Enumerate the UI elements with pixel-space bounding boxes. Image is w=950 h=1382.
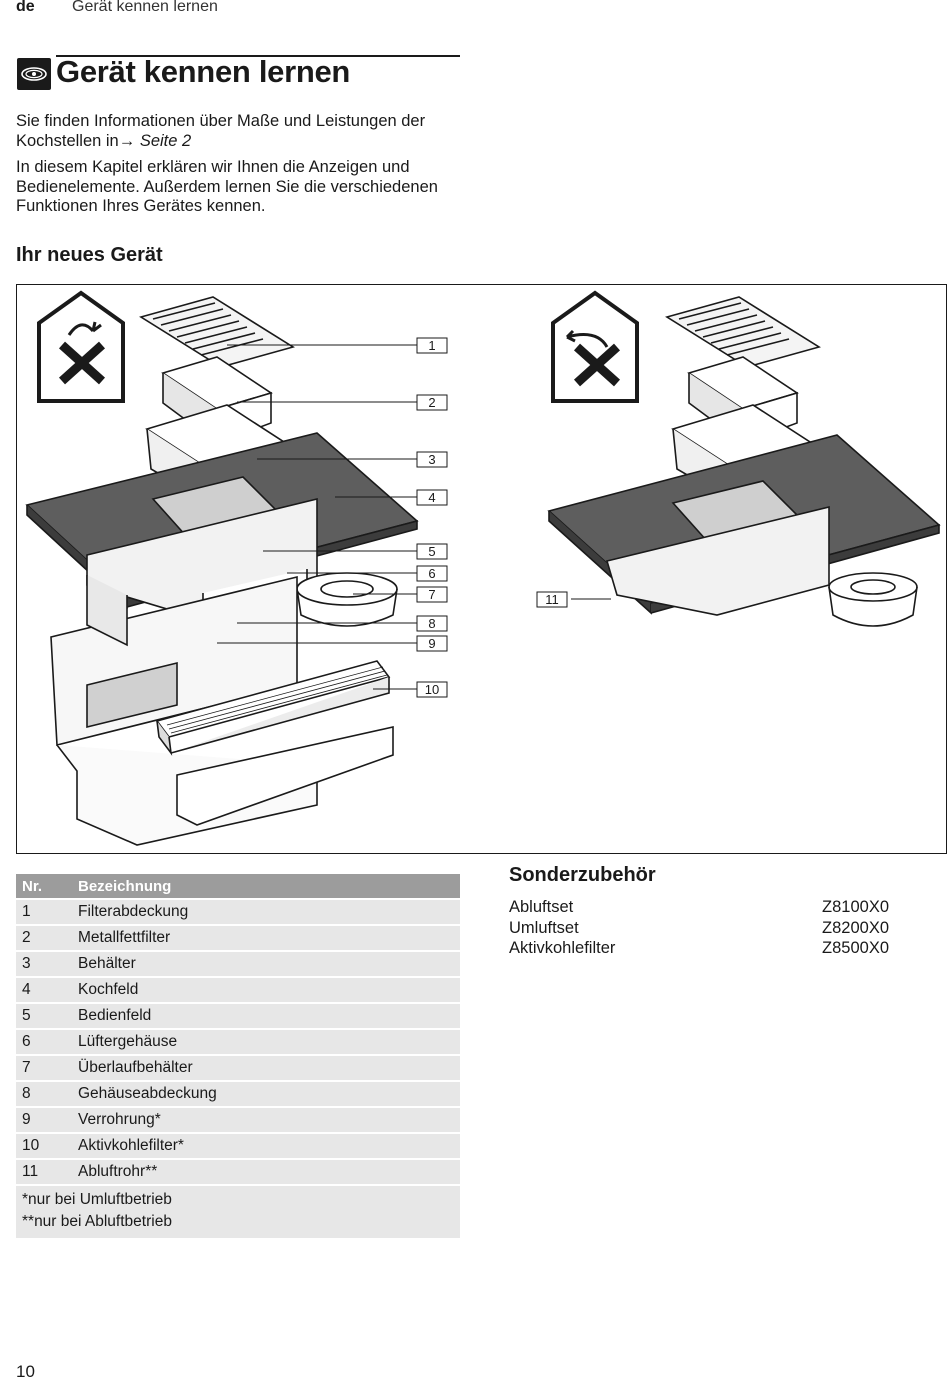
accessory-code: Z8100X0 (822, 898, 889, 916)
callout-number: 4 (428, 490, 435, 505)
list-item: Umluftset Z8200X0 (509, 918, 889, 939)
callout-box (416, 586, 448, 603)
table-row: 1 Filterabdeckung (16, 900, 460, 924)
accessory-code: Z8200X0 (822, 918, 889, 937)
part-name: Gehäuseabdeckung (78, 1085, 217, 1102)
eye-icon (17, 58, 51, 90)
accessory-name: Aktivkohlefilter (509, 939, 616, 957)
part-name: Behälter (78, 955, 136, 972)
part-nr: 3 (22, 955, 31, 972)
callout-box (416, 635, 448, 652)
appliance-figure: 1 2 3 4 5 6 7 8 9 10 11 (16, 284, 947, 854)
part-nr: 5 (22, 1007, 31, 1024)
part-nr: 1 (22, 903, 31, 920)
part-name: Überlaufbehälter (78, 1059, 193, 1076)
table-row: 9 Verrohrung* (16, 1108, 460, 1132)
callout-box (416, 543, 448, 560)
page-title: Gerät kennen lernen (56, 54, 351, 89)
part-nr: 7 (22, 1059, 31, 1076)
part-name: Metallfettfilter (78, 929, 171, 946)
callout-number: 11 (545, 592, 559, 607)
footnote-umluft: *nur bei Umluftbetrieb (22, 1191, 172, 1208)
table-row: 6 Lüftergehäuse (16, 1030, 460, 1054)
page-reference-link[interactable]: Seite 2 (135, 131, 192, 150)
table-row: 2 Metallfettfilter (16, 926, 460, 950)
table-row: 8 Gehäuseabdeckung (16, 1082, 460, 1106)
part-nr: 9 (22, 1111, 31, 1128)
callout-box (416, 565, 448, 582)
callout-number: 7 (428, 587, 435, 602)
house-exhaust-crossed-icon (37, 290, 125, 403)
section-title: Ihr neues Gerät (16, 244, 163, 266)
callout-labels: 1 2 3 4 5 6 7 8 9 10 11 (416, 337, 568, 698)
callout-number: 6 (428, 566, 435, 581)
callout-box (416, 615, 448, 632)
part-nr: 2 (22, 929, 31, 946)
table-row: 3 Behälter (16, 952, 460, 976)
callout-box (416, 489, 448, 506)
callout-number: 9 (428, 636, 435, 651)
parts-table: Nr. Bezeichnung 1 Filterabdeckung 2 Metall… (16, 874, 460, 1238)
header-nr: Nr. (22, 877, 43, 895)
callout-box (416, 451, 448, 468)
callout-box (416, 681, 448, 698)
callout-box (416, 394, 448, 411)
accessory-name: Abluftset (509, 898, 574, 916)
accessory-code: Z8500X0 (822, 939, 889, 957)
part-nr: 11 (22, 1163, 39, 1180)
list-item: Aktivkohlefilter Z8500X0 (509, 938, 889, 959)
callout-number: 8 (428, 616, 435, 631)
arrow-icon: → (118, 131, 136, 150)
part-nr: 4 (22, 981, 31, 998)
page-number: 10 (16, 1362, 35, 1381)
part-name: Filterabdeckung (78, 903, 189, 920)
part-name: Abluftrohr** (78, 1163, 158, 1180)
callout-box (416, 337, 448, 354)
house-recirculation-crossed-icon (551, 290, 639, 403)
part-name: Bedienfeld (78, 1007, 152, 1024)
list-item: Abluftset Z8100X0 (509, 897, 889, 918)
callout-number: 10 (425, 682, 439, 697)
callout-number: 2 (428, 395, 435, 410)
accessory-name: Umluftset (509, 918, 579, 937)
table-row: 10 Aktivkohlefilter* (16, 1134, 460, 1158)
table-footnotes: *nur bei Umluftbetrieb **nur bei Abluftb… (16, 1186, 460, 1238)
table-row: 7 Überlaufbehälter (16, 1056, 460, 1080)
title-rule (56, 55, 460, 57)
left-assembly-drawing (25, 296, 419, 846)
table-header: Nr. Bezeichnung (16, 874, 460, 898)
header-title: Gerät kennen lernen (72, 0, 218, 15)
callout-number: 5 (428, 544, 435, 559)
intro-p1-text: Sie finden Informationen über Maße und L… (16, 112, 426, 150)
accessories-list: Abluftset Z8100X0 Umluftset Z8200X0 Aktivk… (509, 897, 889, 959)
right-assembly-drawing (547, 296, 941, 627)
intro-text: Sie finden Informationen über Maße und L… (16, 112, 460, 224)
callout-leaders (217, 344, 611, 690)
callout-number: 3 (428, 452, 435, 467)
part-name: Verrohrung* (78, 1111, 161, 1128)
part-name: Aktivkohlefilter* (78, 1137, 184, 1154)
header-language: de (16, 0, 35, 15)
part-name: Lüftergehäuse (78, 1033, 178, 1050)
part-name: Kochfeld (78, 981, 139, 998)
table-row: 11 Abluftrohr** (16, 1160, 460, 1184)
header-bezeichnung: Bezeichnung (78, 877, 172, 895)
table-row: 5 Bedienfeld (16, 1004, 460, 1028)
accessories-title: Sonderzubehör (509, 864, 656, 886)
intro-paragraph-1: Sie finden Informationen über Maße und L… (16, 112, 460, 151)
intro-paragraph-2: In diesem Kapitel erklären wir Ihnen die… (16, 158, 438, 215)
callout-box (536, 591, 568, 608)
table-row: 4 Kochfeld (16, 978, 460, 1002)
part-nr: 10 (22, 1137, 40, 1154)
part-nr: 8 (22, 1085, 31, 1102)
callout-number: 1 (428, 338, 435, 353)
footnote-abluft: **nur bei Abluftbetrieb (22, 1213, 172, 1230)
part-nr: 6 (22, 1033, 31, 1050)
